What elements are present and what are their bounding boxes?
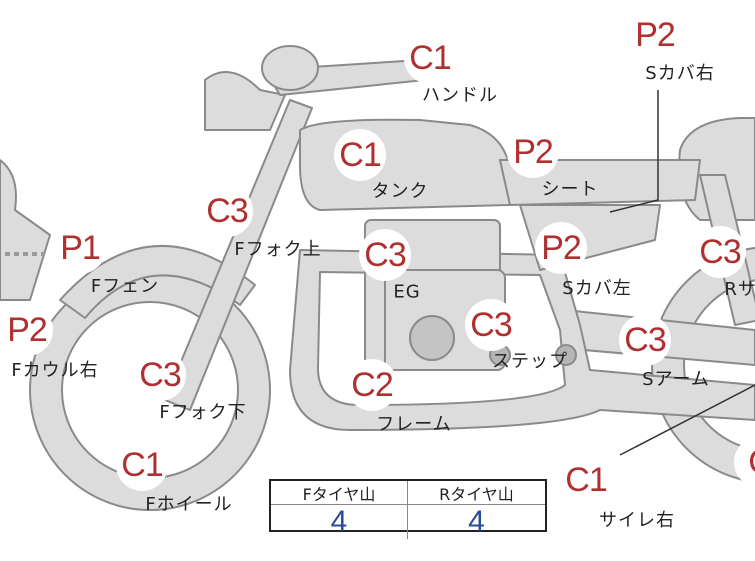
part-code-fcowl-r: P2: [1, 304, 53, 356]
front-tire-value: 4: [271, 505, 408, 539]
part-label-seat: シート: [541, 179, 599, 200]
part-label-ffork-lower: Fフォク下: [159, 402, 247, 423]
rear-tire-header: Rタイヤ山: [408, 481, 545, 505]
part-code-sarm: C3: [619, 314, 671, 366]
part-code-frame: C2: [346, 359, 398, 411]
part-label-scover-l: Sカバ左: [562, 278, 632, 299]
front-tire-header: Fタイヤ山: [271, 481, 408, 505]
front-fork-shape: [164, 99, 313, 411]
part-code-eg: C3: [359, 229, 411, 281]
part-label-step: ステップ: [492, 351, 568, 372]
part-label-muffler-r: サイレ右: [599, 510, 675, 531]
part-code-ffork-lower: C3: [134, 349, 186, 401]
part-code-scover-l: P2: [535, 222, 587, 274]
part-code-handle: C1: [404, 32, 456, 84]
part-label-fwheel: Fホイール: [145, 494, 233, 515]
part-label-fcowl-r: Fカウル右: [11, 360, 99, 381]
part-code-rwheel: C: [734, 436, 755, 488]
part-label-eg: EG: [393, 281, 421, 303]
part-code-muffler-r: C1: [560, 454, 612, 506]
leader-line-scover-r: [609, 90, 659, 213]
part-code-tank: C1: [334, 129, 386, 181]
part-code-fwheel: C1: [116, 439, 168, 491]
part-code-scover-r: P2: [629, 9, 681, 61]
part-label-scover-r: Sカバ右: [645, 63, 715, 84]
rear-tire-value: 4: [468, 505, 485, 538]
part-code-step: C3: [465, 299, 517, 351]
tire-tread-table: Fタイヤ山 Rタイヤ山 4 4: [269, 479, 547, 539]
part-code-ffender: P1: [54, 222, 106, 274]
part-label-ffork-upper: Fフォク上: [234, 239, 322, 260]
part-code-rsus: C3: [694, 226, 746, 278]
part-label-handle: ハンドル: [422, 85, 498, 106]
part-label-ffender: Fフェン: [90, 276, 160, 297]
part-label-sarm: Sアーム: [642, 369, 710, 390]
leader-line-muffler-r: [619, 384, 755, 456]
part-label-frame: フレーム: [376, 414, 452, 435]
part-code-seat: P2: [507, 126, 559, 178]
part-code-ffork-upper: C3: [201, 185, 253, 237]
headlight-shape: [204, 71, 286, 131]
part-label-rsus: Rサス: [724, 279, 755, 300]
front-cowl-shape: [0, 159, 51, 301]
part-label-tank: タンク: [371, 181, 429, 202]
front-fender-shape: [59, 245, 256, 319]
